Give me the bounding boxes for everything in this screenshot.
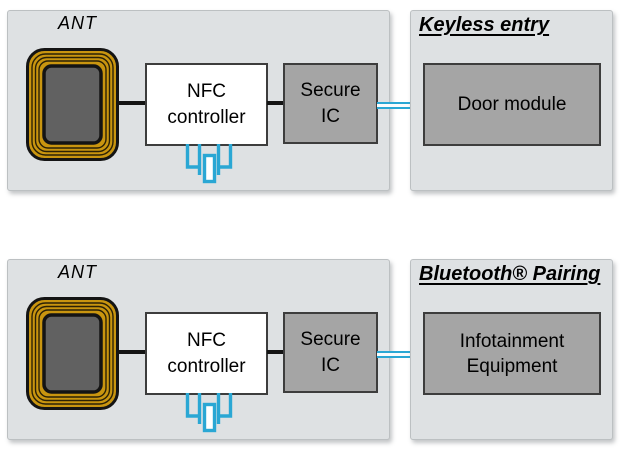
antenna-to-controller-wire (119, 350, 146, 354)
nfc-controller-label-line1: NFC (186, 80, 227, 102)
antenna-label: ANT (58, 13, 97, 33)
nfc-subsystem-panel: ANT NFC controller Secure IC (7, 259, 390, 440)
nfc-controller-label-line1: NFC (186, 329, 227, 351)
target-label-line1: Door module (457, 94, 567, 115)
antenna-to-controller-wire (119, 101, 146, 105)
secure-ic-label-line1: Secure (300, 79, 361, 101)
secure-interface-link (377, 351, 423, 358)
antenna-label: ANT (58, 262, 97, 282)
nfc-subsystem-panel: ANT NFC controller Secure IC (7, 10, 390, 191)
nfc-controller-label-line2: controller (167, 355, 246, 377)
secure-ic-label-line1: Secure (300, 328, 361, 350)
application-title: Keyless entry (419, 14, 550, 36)
application-panel-keyless: Keyless entry Door module (410, 10, 613, 191)
nfc-controller-box: NFC controller (145, 312, 268, 395)
nfc-controller-label-line2: controller (167, 106, 246, 128)
secure-ic-label-line2: IC (321, 105, 340, 127)
secure-ic-label-line2: IC (321, 354, 340, 376)
antenna-coil-icon (26, 48, 119, 161)
bluetooth-pairing-row: ANT NFC controller Secure IC Blueto (0, 259, 620, 449)
secure-interface-link (377, 102, 423, 109)
crystal-oscillator-icon (185, 393, 233, 433)
infotainment-equipment-box: Infotainment Equipment (423, 312, 601, 395)
antenna-coil-icon (26, 297, 119, 410)
target-label-line1: Infotainment (459, 330, 565, 352)
secure-ic-box: Secure IC (283, 312, 378, 393)
target-label-line2: Equipment (466, 355, 558, 377)
keyless-entry-row: ANT NFC controller Secure IC Keyles (0, 10, 620, 200)
controller-to-secure-ic-wire (267, 101, 284, 105)
secure-ic-box: Secure IC (283, 63, 378, 144)
nfc-controller-box: NFC controller (145, 63, 268, 146)
door-module-box: Door module (423, 63, 601, 146)
controller-to-secure-ic-wire (267, 350, 284, 354)
application-panel-bluetooth: Bluetooth® Pairing Infotainment Equipmen… (410, 259, 613, 440)
crystal-oscillator-icon (185, 144, 233, 184)
application-title: Bluetooth® Pairing (419, 263, 601, 285)
